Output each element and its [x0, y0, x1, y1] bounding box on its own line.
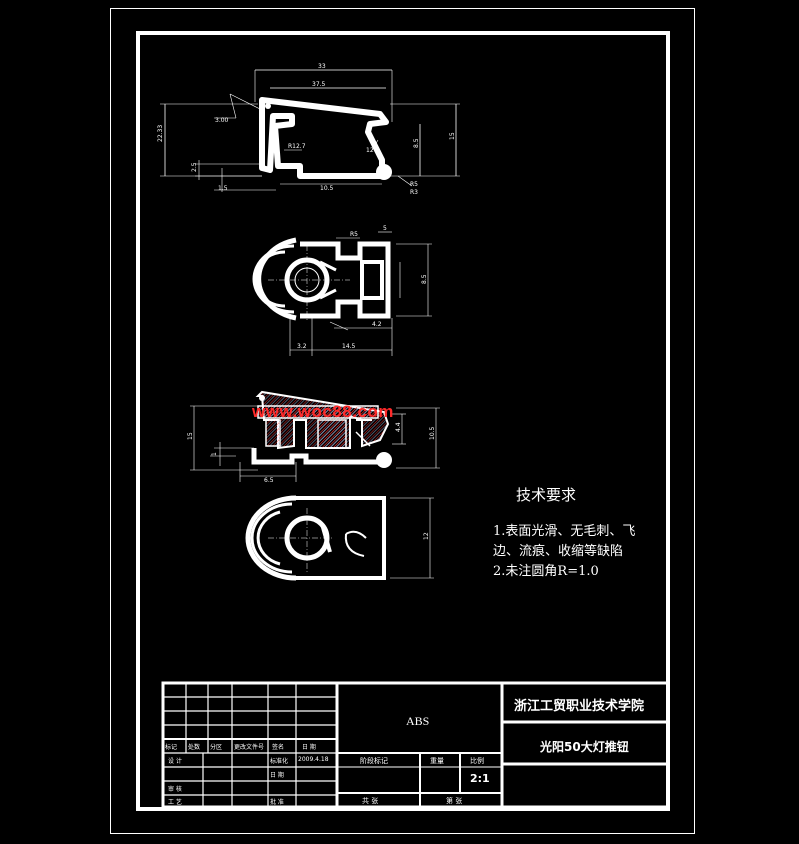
designer-label: 设 计 [168, 758, 182, 765]
dim-sec-height: 10.5 [429, 426, 436, 440]
part-name: 光阳50大灯推钮 [540, 740, 629, 754]
dim-mid-bottom2: 14.5 [342, 343, 356, 350]
sheets-total-label: 共 张 [362, 797, 379, 805]
school-name: 浙江工贸职业技术学院 [514, 699, 645, 714]
top-view [252, 231, 432, 356]
dim-sec-bottom: 6.5 [264, 477, 274, 484]
dim-small2: 2.5 [191, 162, 198, 172]
process-label: 工 艺 [168, 799, 182, 806]
rev-header-doc: 更改文件号 [234, 744, 265, 751]
watermark: www.woc88.com [252, 402, 394, 421]
dim-mid-4: 4.2 [372, 321, 382, 328]
rev-header-zone: 分区 [210, 744, 223, 751]
weight-label: 重量 [430, 757, 444, 765]
approve-label: 批 准 [270, 799, 284, 806]
check-label: 审 核 [168, 786, 182, 793]
scale-value: 2:1 [470, 772, 490, 785]
outer-frame [110, 8, 695, 834]
dim-radius1: 3.00 [215, 117, 229, 124]
rev-header-count: 处数 [188, 744, 201, 751]
sheet-label: 第 张 [446, 797, 463, 805]
rev-header-sign: 签名 [272, 744, 285, 751]
dim-right-small: 8.5 [413, 138, 420, 148]
rev-header-mark: 标记 [165, 744, 178, 751]
dim-top-inner: 37.5 [312, 81, 326, 88]
side-profile-view [160, 69, 460, 192]
rev-header-date: 日 期 [302, 744, 316, 751]
dim-sec-left: 15 [187, 432, 194, 440]
tech-requirements-title: 技术要求 [516, 486, 577, 504]
date-label: 日 期 [270, 772, 284, 779]
dim-r-a: R5 [410, 181, 418, 188]
material: ABS [406, 714, 430, 728]
dim-top-overall: 33 [318, 63, 326, 70]
dim-bot-right: 12 [423, 532, 430, 540]
inner-frame [136, 31, 670, 811]
dim-mid-r: R5 [350, 231, 358, 238]
dim-sec-inner: 4.4 [395, 422, 402, 432]
bottom-view [245, 495, 434, 581]
title-block-grid [161, 681, 670, 809]
tech-line-2: 边、流痕、收缩等缺陷 [493, 544, 624, 559]
dim-mid-top: 5 [383, 225, 387, 232]
dim-sec-small: 1 [211, 452, 218, 456]
dim-bottom-len: 10.5 [320, 185, 334, 192]
section-view [190, 390, 440, 482]
dim-small1: 1.5 [218, 185, 228, 192]
dim-right-height: 15 [449, 132, 456, 140]
dim-r-b: R3 [410, 189, 418, 196]
stage-label: 阶段标记 [360, 757, 388, 765]
tech-line-1: 1.表面光滑、无毛刺、飞 [493, 524, 636, 539]
standardize-label: 标准化 [270, 758, 289, 765]
dim-left-height: 22.33 [157, 125, 164, 142]
scale-label: 比例 [470, 757, 484, 765]
tech-line-3: 2.未注圆角R=1.0 [493, 564, 599, 579]
dim-mid-right: 8.5 [421, 274, 428, 284]
dim-mid-bottom1: 3.2 [297, 343, 307, 350]
dim-hole: R12.7 [288, 143, 306, 150]
dim-angle: 12° [366, 147, 377, 154]
date-value: 2009.4.18 [298, 756, 329, 763]
